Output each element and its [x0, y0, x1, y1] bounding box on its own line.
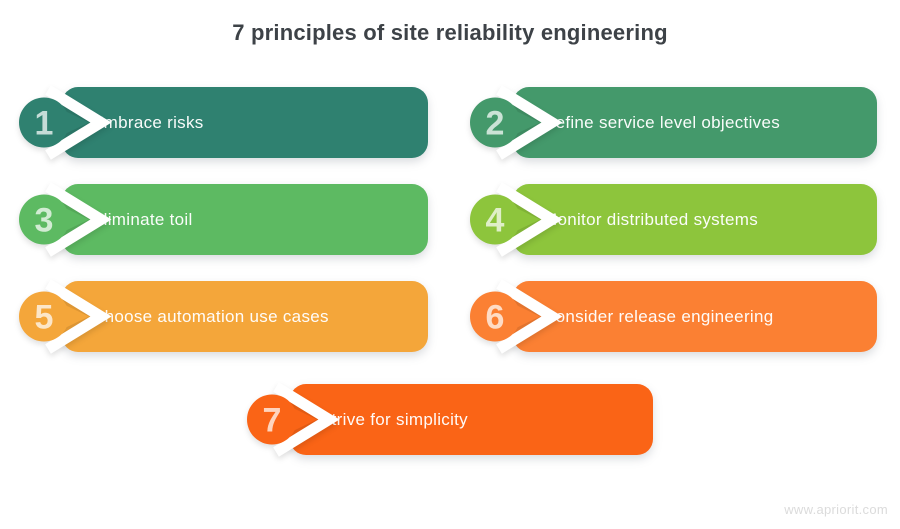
- principle-banner: Eliminate toil: [62, 184, 428, 255]
- principle-item: Monitor distributed systems 4: [468, 182, 877, 257]
- principle-label: Choose automation use cases: [92, 306, 329, 326]
- number-badge: 2: [470, 85, 563, 160]
- principle-label: Monitor distributed systems: [543, 209, 759, 229]
- principle-label: Define service level objectives: [543, 112, 781, 132]
- number-badge: 6: [470, 279, 563, 354]
- principle-number: 5: [35, 299, 54, 337]
- chevron-notch-icon: [496, 85, 563, 160]
- watermark: www.apriorit.com: [784, 502, 888, 517]
- principle-number: 3: [35, 202, 54, 240]
- page-title: 7 principles of site reliability enginee…: [232, 20, 668, 45]
- principle-label: Strive for simplicity: [320, 409, 468, 429]
- number-badge: 1: [19, 85, 112, 160]
- principle-item: Eliminate toil 3: [17, 182, 428, 257]
- chevron-notch-icon: [45, 279, 112, 354]
- chevron-notch-icon: [496, 279, 563, 354]
- principle-number: 4: [486, 202, 505, 240]
- principle-item: Consider release engineering 6: [468, 279, 877, 354]
- chevron-notch-icon: [45, 182, 112, 257]
- number-badge: 7: [247, 382, 340, 457]
- principle-number: 2: [486, 105, 505, 143]
- principle-banner: Embrace risks: [62, 87, 428, 158]
- badge-arrow-icon: [44, 101, 89, 144]
- principle-banner: Consider release engineering: [513, 281, 877, 352]
- principle-banner: Strive for simplicity: [290, 384, 653, 455]
- principle-item: Define service level objectives 2: [468, 85, 877, 160]
- principle-number: 1: [35, 105, 54, 143]
- principle-item: Embrace risks 1: [17, 85, 428, 160]
- principle-label: Consider release engineering: [543, 306, 774, 326]
- number-badge: 5: [19, 279, 112, 354]
- number-badge: 4: [470, 182, 563, 257]
- badge-arrow-icon: [495, 198, 540, 241]
- principle-item: Strive for simplicity 7: [245, 382, 653, 457]
- principle-label: Embrace risks: [92, 112, 204, 132]
- chevron-notch-icon: [273, 382, 340, 457]
- badge-arrow-icon: [495, 295, 540, 338]
- badge-arrow-icon: [272, 398, 317, 441]
- principle-banner: Choose automation use cases: [62, 281, 428, 352]
- number-badge: 3: [19, 182, 112, 257]
- badge-arrow-icon: [44, 198, 89, 241]
- principle-banner: Monitor distributed systems: [513, 184, 877, 255]
- badge-arrow-icon: [44, 295, 89, 338]
- principle-number: 6: [486, 299, 505, 337]
- principle-banner: Define service level objectives: [513, 87, 877, 158]
- chevron-notch-icon: [496, 182, 563, 257]
- principle-number: 7: [263, 402, 282, 440]
- chevron-notch-icon: [45, 85, 112, 160]
- principle-item: Choose automation use cases 5: [17, 279, 428, 354]
- badge-arrow-icon: [495, 101, 540, 144]
- principle-label: Eliminate toil: [92, 209, 193, 229]
